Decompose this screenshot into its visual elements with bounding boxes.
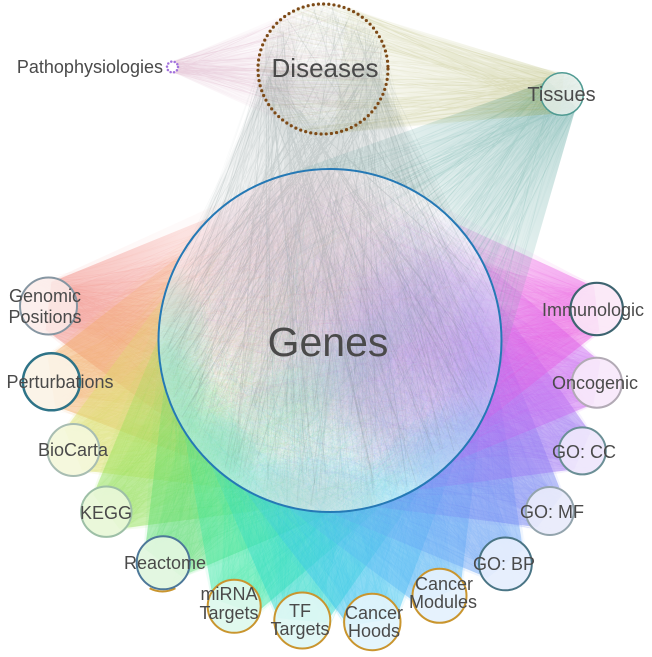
- svg-text:Positions: Positions: [8, 307, 81, 327]
- svg-text:Modules: Modules: [409, 592, 477, 612]
- svg-text:Tissues: Tissues: [527, 84, 595, 106]
- svg-text:Genes: Genes: [268, 319, 389, 365]
- svg-text:Pathophysiologies: Pathophysiologies: [17, 57, 163, 77]
- svg-text:Hoods: Hoods: [348, 621, 400, 641]
- svg-text:Diseases: Diseases: [272, 53, 379, 83]
- svg-text:miRNA: miRNA: [201, 584, 258, 604]
- svg-text:Oncogenic: Oncogenic: [552, 373, 638, 393]
- svg-text:GO: CC: GO: CC: [552, 442, 616, 462]
- svg-text:Targets: Targets: [270, 619, 329, 639]
- svg-text:Perturbations: Perturbations: [6, 372, 113, 392]
- svg-text:GO: BP: GO: BP: [473, 554, 535, 574]
- svg-text:Targets: Targets: [199, 603, 258, 623]
- svg-text:BioCarta: BioCarta: [38, 440, 109, 460]
- svg-text:Cancer: Cancer: [345, 603, 403, 623]
- svg-text:Cancer: Cancer: [415, 574, 473, 594]
- svg-text:Genomic: Genomic: [9, 286, 81, 306]
- svg-text:Immunologic: Immunologic: [542, 300, 644, 320]
- svg-text:KEGG: KEGG: [80, 503, 132, 523]
- svg-text:Reactome: Reactome: [124, 553, 206, 573]
- svg-text:TF: TF: [289, 601, 311, 621]
- svg-text:GO: MF: GO: MF: [520, 502, 584, 522]
